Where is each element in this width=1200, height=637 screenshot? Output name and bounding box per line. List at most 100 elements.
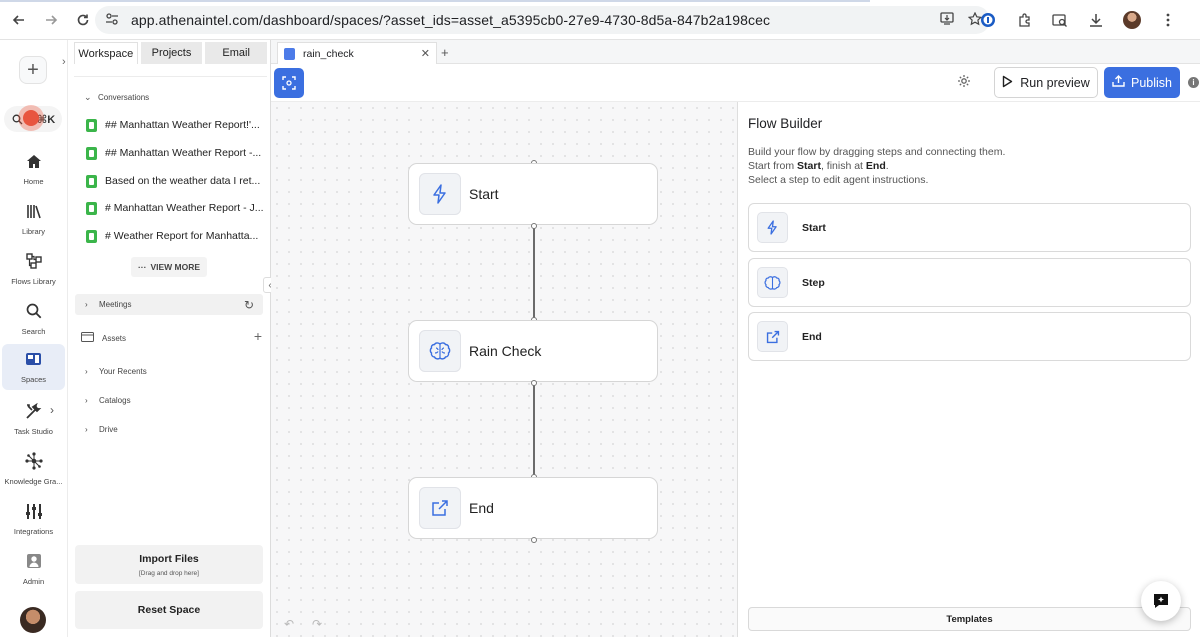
tab-email[interactable]: Email bbox=[205, 42, 268, 64]
view-more-button[interactable]: ··· VIEW MORE bbox=[131, 257, 207, 277]
desc-line: Select a step to edit agent instructions… bbox=[748, 174, 929, 186]
install-app-icon[interactable] bbox=[940, 12, 954, 28]
redo-icon[interactable]: ↷ bbox=[312, 617, 323, 631]
rail-label: Task Studio bbox=[14, 427, 53, 436]
node-handle-bottom[interactable] bbox=[531, 380, 537, 386]
rail-label: Spaces bbox=[20, 375, 47, 384]
chevron-right-icon: › bbox=[85, 367, 88, 376]
node-handle-bottom[interactable] bbox=[531, 223, 537, 229]
drive-item[interactable]: › Drive bbox=[85, 425, 118, 434]
info-icon[interactable]: i bbox=[1188, 77, 1199, 88]
add-asset-icon[interactable]: + bbox=[253, 328, 262, 344]
node-handle-bottom[interactable] bbox=[531, 537, 537, 543]
flow-node-rain-check[interactable]: Rain Check bbox=[408, 320, 658, 382]
step-card-step[interactable]: Step bbox=[748, 258, 1191, 307]
templates-button[interactable]: Templates bbox=[748, 607, 1191, 631]
expand-panel-icon[interactable]: › bbox=[62, 56, 66, 68]
your-recents-item[interactable]: › Your Recents bbox=[85, 367, 147, 376]
chevron-right-icon: › bbox=[85, 425, 88, 434]
meetings-header[interactable]: › Meetings ↻ bbox=[75, 294, 263, 315]
import-files-dropzone[interactable]: Import Files [Drag and drop here] bbox=[75, 545, 263, 584]
step-card-start[interactable]: Start bbox=[748, 203, 1191, 252]
list-item[interactable]: Based on the weather data I ret... bbox=[86, 171, 264, 191]
tab-label: rain_check bbox=[303, 47, 354, 60]
rail-item-home[interactable]: Home bbox=[2, 146, 65, 192]
search-icon bbox=[24, 301, 44, 321]
assets-header[interactable]: Assets + bbox=[81, 328, 262, 344]
tab-search-icon[interactable] bbox=[1048, 8, 1072, 32]
list-item[interactable]: # Weather Report for Manhatta... bbox=[86, 226, 264, 246]
catalogs-label: Catalogs bbox=[99, 396, 131, 405]
rail-label: Integrations bbox=[13, 527, 54, 536]
flow-canvas[interactable]: Start Rain Check End bbox=[271, 102, 737, 637]
flow-node-start[interactable]: Start bbox=[408, 163, 658, 225]
undo-icon[interactable]: ↶ bbox=[284, 617, 295, 631]
node-label: Start bbox=[469, 186, 499, 202]
rail-item-spaces[interactable]: Spaces bbox=[2, 344, 65, 390]
fit-view-button[interactable] bbox=[274, 68, 304, 98]
rail-item-knowledge-graph[interactable]: Knowledge Gra... bbox=[2, 446, 65, 492]
view-more-label: VIEW MORE bbox=[150, 262, 201, 272]
refresh-icon[interactable]: ↻ bbox=[243, 298, 254, 312]
workspace-panel: Workspace Projects Email ⌄ Conversations… bbox=[68, 40, 271, 637]
play-icon bbox=[1002, 75, 1013, 91]
back-button[interactable] bbox=[4, 5, 34, 35]
close-icon[interactable]: ✕ bbox=[420, 48, 430, 60]
rail-item-search[interactable]: Search bbox=[2, 296, 65, 342]
bookmark-star-icon[interactable] bbox=[967, 11, 983, 29]
step-card-end[interactable]: End bbox=[748, 312, 1191, 361]
url-text[interactable]: app.athenaintel.com/dashboard/spaces/?as… bbox=[131, 12, 771, 28]
new-tab-button[interactable]: + bbox=[441, 45, 449, 60]
flow-node-end[interactable]: End bbox=[408, 477, 658, 539]
list-item[interactable]: # Manhattan Weather Report - J... bbox=[86, 198, 264, 218]
chevron-right-icon[interactable]: › bbox=[50, 403, 54, 417]
rail-item-flows-library[interactable]: Flows Library bbox=[2, 246, 65, 292]
catalogs-item[interactable]: › Catalogs bbox=[85, 396, 131, 405]
address-bar[interactable]: app.athenaintel.com/dashboard/spaces/?as… bbox=[95, 6, 990, 34]
rail-label: Search bbox=[21, 327, 46, 336]
browser-menu-icon[interactable] bbox=[1156, 8, 1180, 32]
reset-space-button[interactable]: Reset Space bbox=[75, 591, 263, 629]
desc-strong: End bbox=[865, 160, 886, 172]
list-item[interactable]: ## Manhattan Weather Report!'... bbox=[86, 115, 264, 135]
conversations-header[interactable]: ⌄ Conversations bbox=[84, 92, 149, 103]
extensions-icon[interactable] bbox=[1012, 8, 1036, 32]
avatar[interactable] bbox=[20, 607, 46, 633]
new-item-button[interactable]: + bbox=[19, 56, 47, 84]
tools-icon bbox=[24, 401, 44, 421]
step-card-label: Start bbox=[802, 221, 826, 234]
gear-icon[interactable] bbox=[957, 74, 973, 90]
rail-item-integrations[interactable]: Integrations bbox=[2, 496, 65, 542]
import-files-hint: [Drag and drop here] bbox=[139, 570, 199, 577]
graph-icon bbox=[24, 451, 44, 471]
publish-button[interactable]: Publish bbox=[1104, 67, 1180, 98]
conversation-title: ## Manhattan Weather Report!'... bbox=[105, 119, 260, 131]
divider bbox=[737, 102, 738, 637]
user-icon bbox=[24, 551, 44, 571]
rail-item-admin[interactable]: Admin bbox=[2, 546, 65, 592]
rail-item-task-studio[interactable]: Task Studio bbox=[2, 396, 65, 442]
assistant-fab-button[interactable] bbox=[1141, 581, 1181, 621]
tab-projects[interactable]: Projects bbox=[140, 42, 203, 64]
tab-workspace[interactable]: Workspace bbox=[74, 42, 138, 64]
upload-icon bbox=[1112, 75, 1125, 90]
icon-rail: + ⌘K Home Library Flows Library Search S… bbox=[0, 40, 68, 637]
rail-label: Library bbox=[22, 227, 45, 236]
document-icon bbox=[86, 174, 97, 188]
document-icon bbox=[86, 229, 97, 243]
desc-text: Start from bbox=[748, 160, 798, 172]
password-manager-icon[interactable] bbox=[976, 8, 1000, 32]
more-dots-icon: ··· bbox=[137, 262, 147, 272]
flow-file-icon bbox=[284, 47, 295, 60]
library-icon bbox=[24, 201, 44, 221]
tab-rain-check[interactable]: rain_check ✕ bbox=[277, 42, 437, 64]
download-icon[interactable] bbox=[1084, 8, 1108, 32]
list-item[interactable]: ## Manhattan Weather Report -... bbox=[86, 143, 264, 163]
run-preview-button[interactable]: Run preview bbox=[994, 67, 1098, 98]
site-settings-icon[interactable] bbox=[105, 12, 119, 28]
rail-item-library[interactable]: Library bbox=[2, 196, 65, 242]
conversation-title: # Manhattan Weather Report - J... bbox=[105, 202, 264, 214]
reload-button[interactable] bbox=[68, 5, 98, 35]
forward-button[interactable] bbox=[36, 5, 66, 35]
profile-avatar[interactable] bbox=[1120, 8, 1144, 32]
